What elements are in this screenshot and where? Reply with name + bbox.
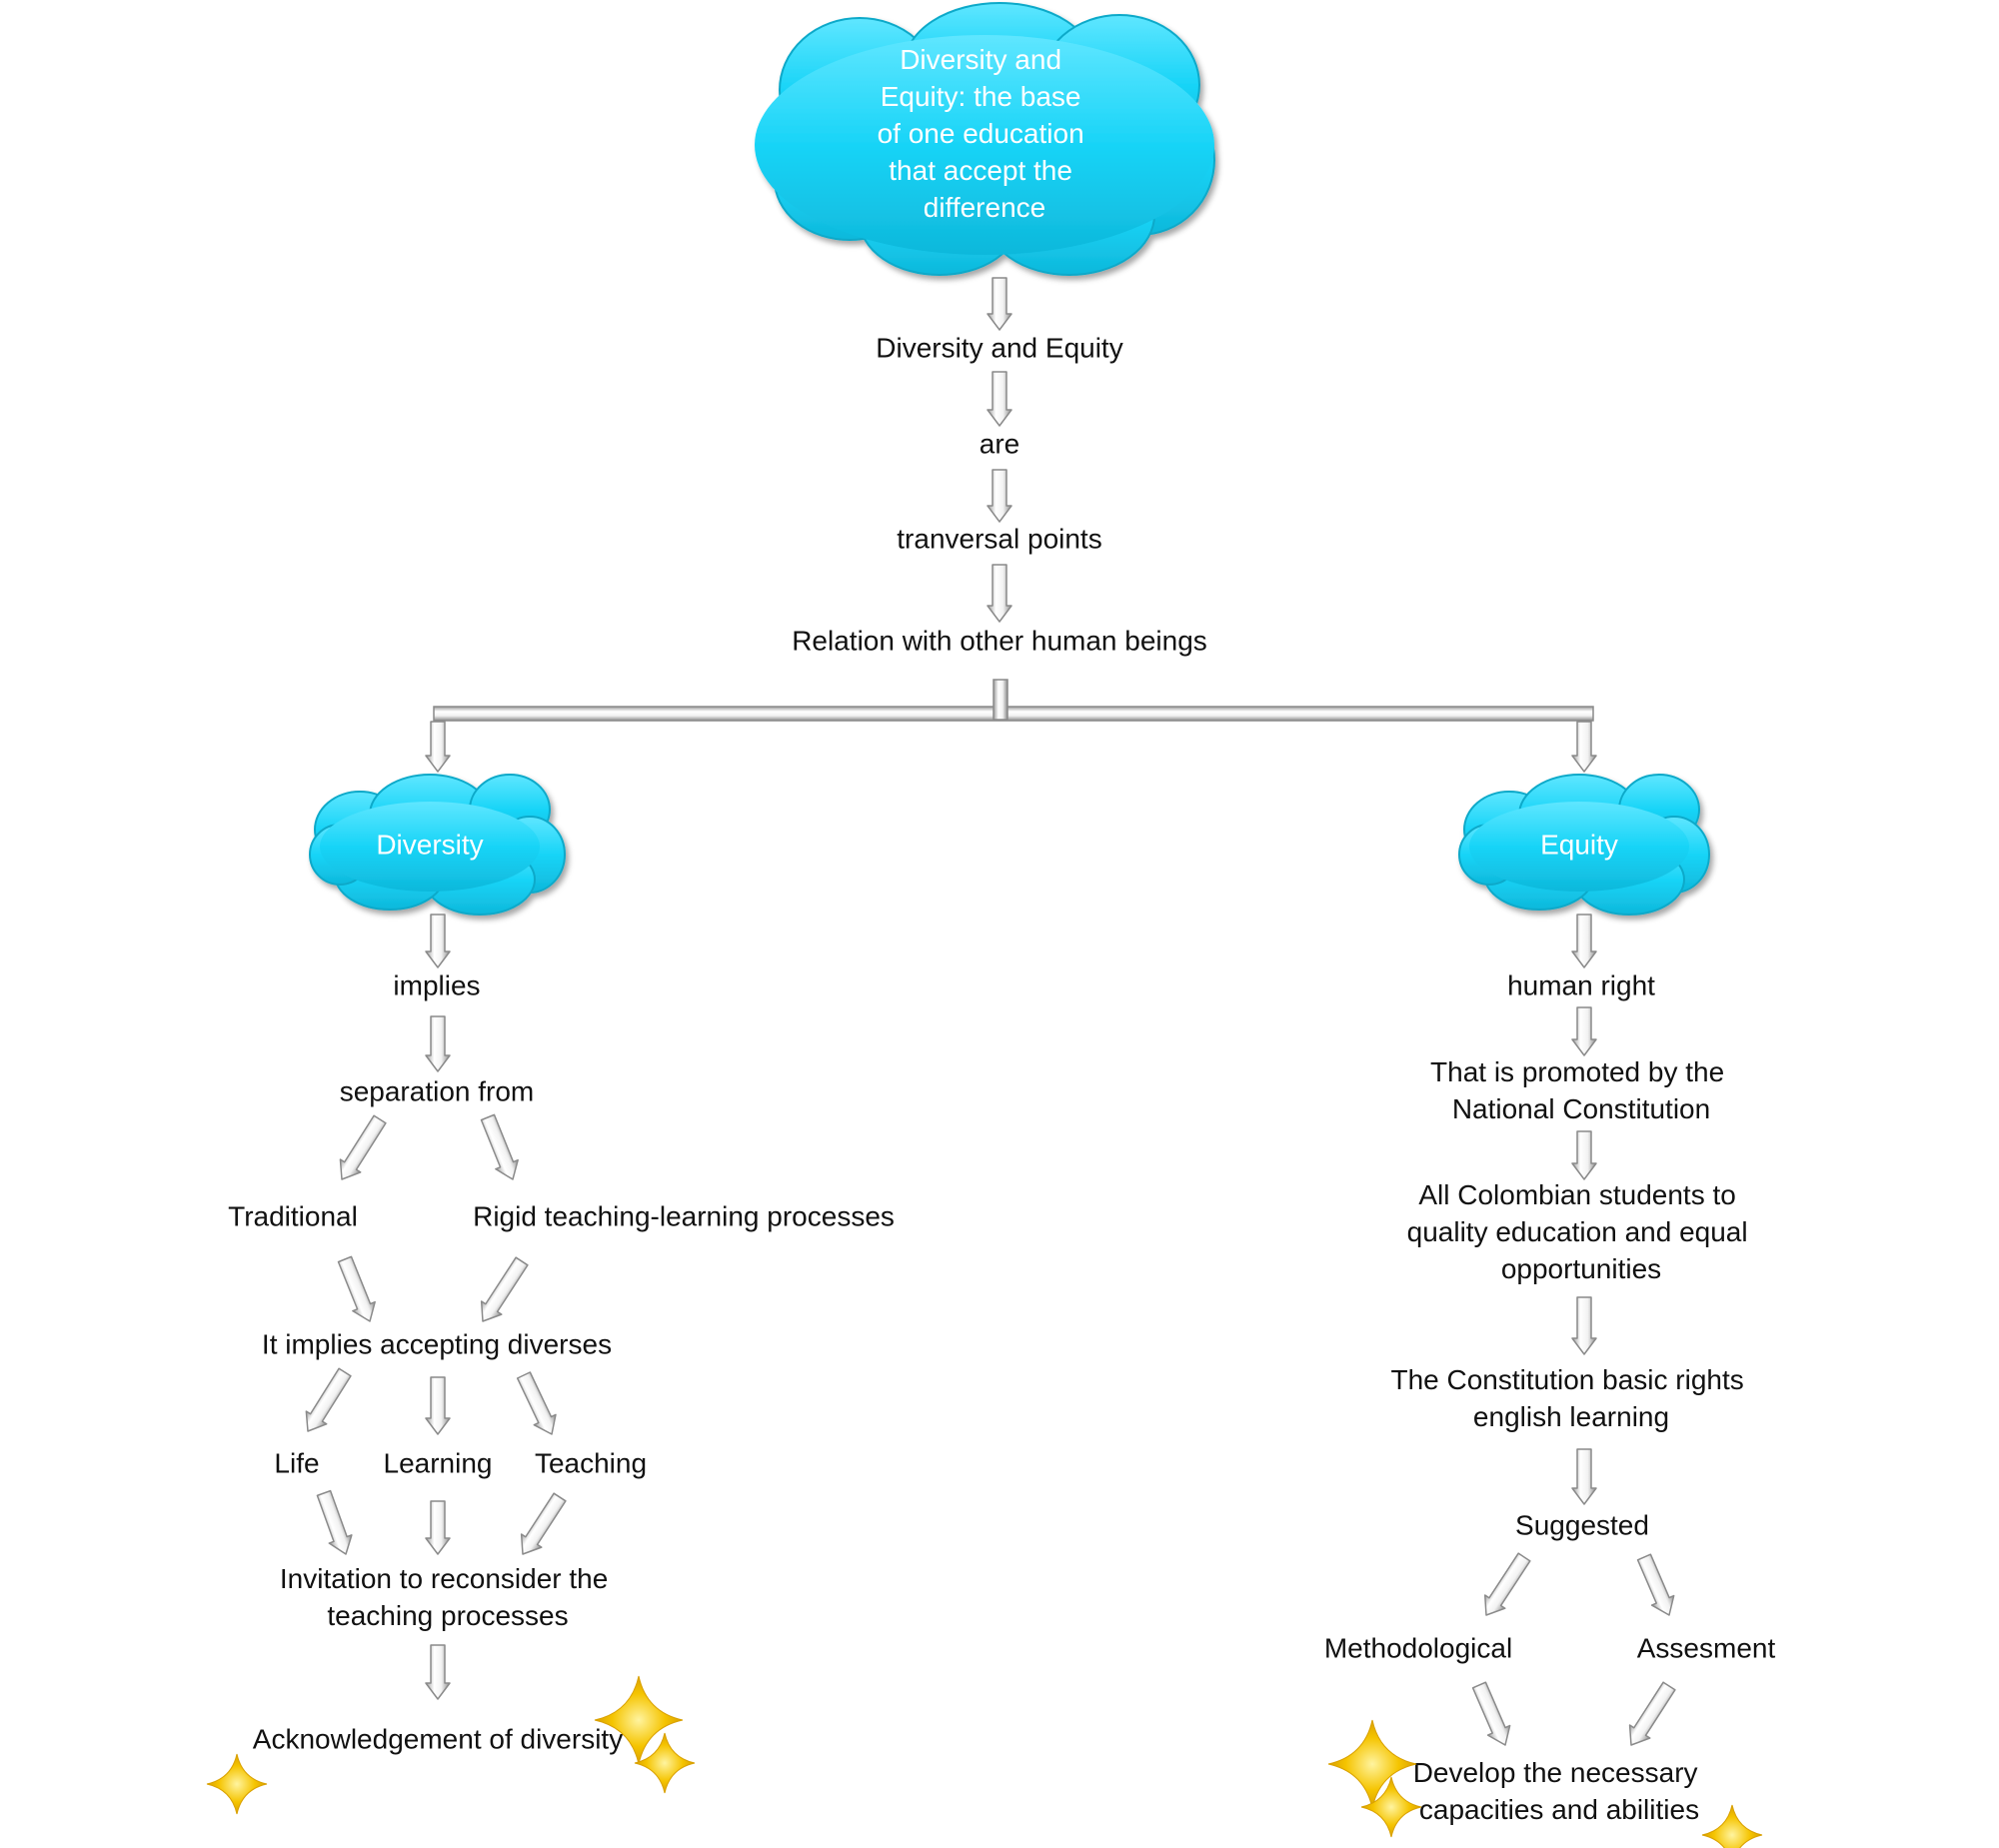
node-teaching: Teaching <box>535 1447 647 1478</box>
right-branch: human right That is promoted by the Nati… <box>1324 969 1776 1825</box>
arrow-promoted-to-colombian <box>1571 1130 1597 1180</box>
node-methodological: Methodological <box>1324 1632 1512 1663</box>
arrow-diversity-to-implies <box>425 914 451 968</box>
node-are: are <box>980 428 1019 459</box>
arrow-separation-to-rigid <box>480 1113 519 1180</box>
node-implies: implies <box>393 969 480 1000</box>
arrow-life-to-invitation <box>316 1489 353 1555</box>
diversity-cloud-label: Diversity <box>376 829 483 860</box>
main-cloud-line-2: Equity: the base <box>881 81 1081 112</box>
node-relation: Relation with other human beings <box>792 625 1207 656</box>
node-separation-from: separation from <box>340 1075 535 1106</box>
cloud-equity: Equity <box>1458 774 1710 916</box>
branch-connector <box>433 679 1594 722</box>
arrow-to-are <box>987 371 1012 427</box>
cloud-diversity: Diversity <box>309 774 566 916</box>
arrow-accepting-to-life <box>305 1367 352 1432</box>
node-promoted: That is promoted by the National Constit… <box>1430 1056 1732 1124</box>
node-invitation: Invitation to reconsider the teaching pr… <box>280 1563 616 1631</box>
sparkle-right-medium <box>1360 1776 1422 1838</box>
arrow-to-relation <box>987 564 1012 623</box>
node-colombian-line-1: All Colombian students to <box>1418 1179 1736 1210</box>
arrow-accepting-to-learning <box>425 1376 451 1435</box>
node-colombian-students: All Colombian students to quality educat… <box>1407 1179 1756 1284</box>
node-suggested: Suggested <box>1515 1509 1649 1540</box>
arrow-accepting-to-teaching <box>516 1371 557 1435</box>
arrow-suggested-to-assesment <box>1636 1553 1675 1616</box>
arrow-cloud-to-diversity-equity <box>987 277 1012 331</box>
node-diversity-and-equity: Diversity and Equity <box>876 332 1122 363</box>
sparkle-right-small <box>1701 1804 1763 1848</box>
equity-cloud-label: Equity <box>1540 829 1618 860</box>
arrow-separation-to-traditional <box>339 1114 387 1180</box>
node-develop-line-1: Develop the necessary <box>1413 1757 1698 1788</box>
arrow-bar-to-equity <box>1571 721 1597 773</box>
node-accepting-diverses: It implies accepting diverses <box>262 1328 612 1359</box>
node-rigid-processes: Rigid teaching-learning processes <box>473 1200 895 1231</box>
sparkle-left-small <box>206 1753 268 1815</box>
arrow-teaching-to-invitation <box>520 1492 567 1555</box>
node-develop-line-2: capacities and abilities <box>1419 1794 1699 1825</box>
sparkle-right-large <box>1327 1719 1417 1809</box>
center-chain: Diversity and Equity are tranversal poin… <box>792 332 1207 656</box>
arrow-equity-to-human-right <box>1571 914 1597 968</box>
node-constitution-line-1: The Constitution basic rights <box>1390 1364 1743 1395</box>
node-constitution-line-2: english learning <box>1473 1401 1669 1432</box>
node-invitation-line-2: teaching processes <box>327 1600 568 1631</box>
arrow-to-tranversal <box>987 469 1012 523</box>
node-colombian-line-2: quality education and equal <box>1407 1216 1748 1247</box>
arrow-methodological-to-develop <box>1471 1681 1511 1746</box>
node-assesment: Assesment <box>1637 1632 1776 1663</box>
arrow-constitution-to-suggested <box>1571 1448 1597 1505</box>
arrow-assesment-to-develop <box>1628 1681 1676 1746</box>
node-promoted-line-1: That is promoted by the <box>1430 1056 1724 1087</box>
cloud-main: Diversity and Equity: the base of one ed… <box>755 2 1215 276</box>
arrow-learning-to-invitation <box>425 1500 451 1555</box>
left-branch: implies separation from Traditional Rigi… <box>228 969 895 1754</box>
node-tranversal-points: tranversal points <box>897 523 1101 554</box>
node-learning: Learning <box>384 1447 493 1478</box>
sparkles-layer <box>206 1675 1763 1848</box>
arrow-implies-to-separation <box>425 1015 451 1072</box>
main-cloud-line-1: Diversity and <box>900 44 1061 75</box>
main-cloud-title: Diversity and Equity: the base of one ed… <box>878 44 1092 223</box>
node-human-right: human right <box>1507 969 1655 1000</box>
node-life: Life <box>274 1447 319 1478</box>
node-constitution-rights: The Constitution basic rights english le… <box>1390 1364 1751 1432</box>
node-invitation-line-1: Invitation to reconsider the <box>280 1563 608 1594</box>
node-develop: Develop the necessary capacities and abi… <box>1413 1757 1706 1825</box>
arrow-rigid-to-accepting <box>480 1256 529 1322</box>
arrow-suggested-to-methodological <box>1483 1552 1531 1616</box>
node-colombian-line-3: opportunities <box>1501 1253 1661 1284</box>
node-traditional: Traditional <box>228 1200 358 1231</box>
arrow-bar-to-diversity <box>425 721 451 773</box>
arrows-layer <box>305 277 1676 1746</box>
node-acknowledgement: Acknowledgement of diversity <box>253 1723 623 1754</box>
arrow-traditional-to-accepting <box>337 1255 376 1322</box>
main-cloud-line-3: of one education <box>878 118 1084 149</box>
sparkle-left-medium <box>634 1732 696 1794</box>
arrow-invitation-to-acknowledgement <box>425 1644 451 1700</box>
node-promoted-line-2: National Constitution <box>1452 1093 1710 1124</box>
main-cloud-line-4: that accept the <box>889 155 1072 186</box>
main-cloud-line-5: difference <box>924 192 1045 223</box>
arrow-human-right-to-promoted <box>1571 1006 1597 1056</box>
arrow-colombian-to-constitution <box>1571 1296 1597 1355</box>
